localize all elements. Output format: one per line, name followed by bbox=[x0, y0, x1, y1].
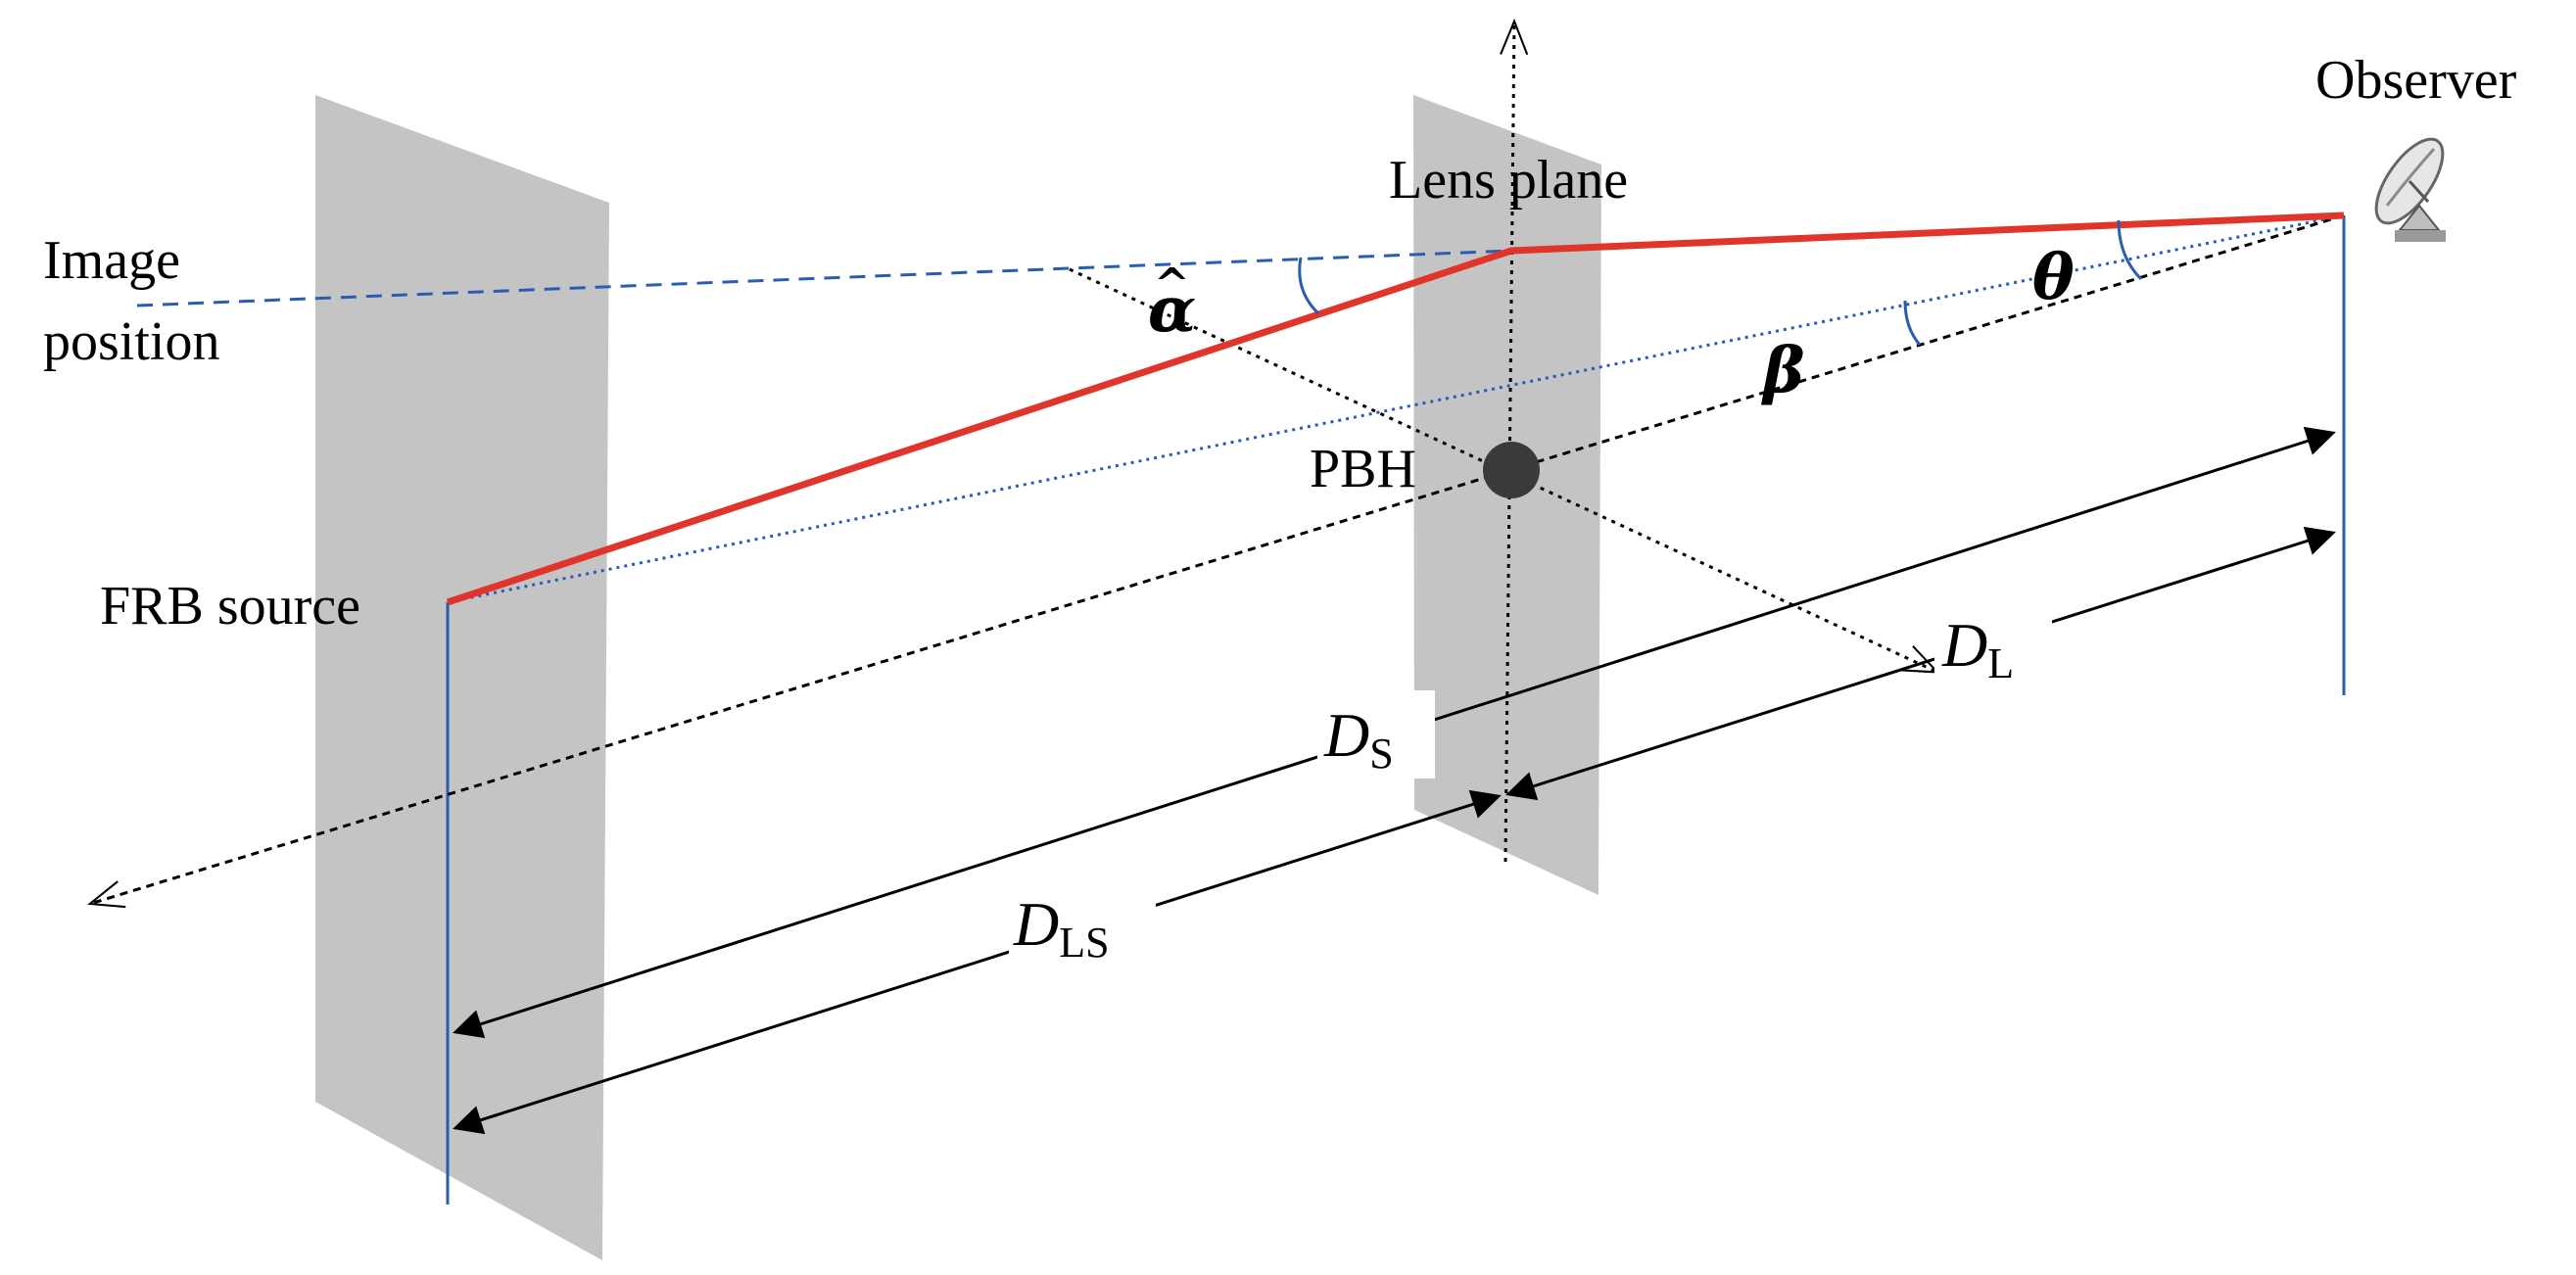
radio-telescope-icon bbox=[2374, 137, 2446, 242]
lens-plane-label: Lens plane bbox=[1389, 150, 1628, 211]
pbh-label: PBH bbox=[1310, 439, 1416, 499]
theta-angle-arc bbox=[2117, 219, 2143, 281]
dls-arrow bbox=[453, 789, 1502, 1135]
ds-label: DS bbox=[1323, 700, 1394, 778]
theta-label: θ bbox=[2032, 241, 2075, 314]
pbh-icon bbox=[1483, 442, 1540, 498]
source-plane bbox=[315, 95, 609, 1260]
alpha-hat-label: α bbox=[1148, 273, 1196, 347]
alpha-angle-arc bbox=[1298, 257, 1320, 315]
observer-label: Observer bbox=[2315, 50, 2517, 111]
beta-angle-arc bbox=[1903, 300, 1922, 346]
dls-label: DLS bbox=[1013, 889, 1110, 967]
dl-arrow bbox=[1505, 526, 2336, 801]
image-position-label-line2: position bbox=[43, 311, 219, 372]
image-position-label-line1: Image bbox=[43, 230, 180, 291]
dl-label: DL bbox=[1941, 610, 2014, 687]
beta-label: β bbox=[1761, 334, 1805, 407]
alpha-hat-mark: ^ bbox=[1154, 260, 1190, 309]
image-position-line bbox=[136, 249, 1512, 307]
frb-source-label: FRB source bbox=[100, 576, 360, 637]
